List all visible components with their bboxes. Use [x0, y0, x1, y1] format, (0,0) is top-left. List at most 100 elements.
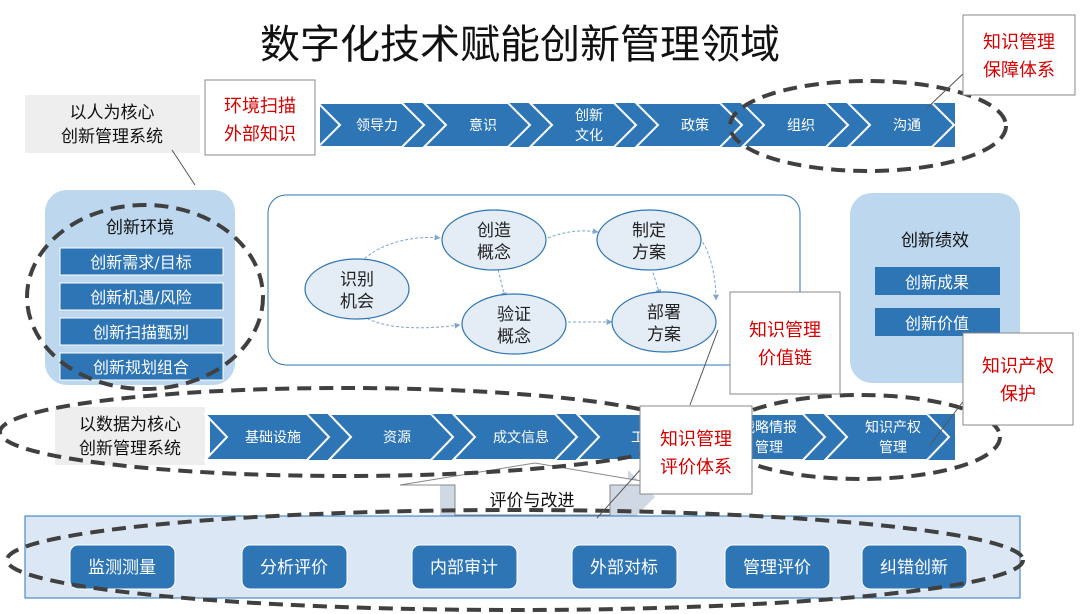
environment-item-1: 创新需求/目标	[59, 247, 224, 276]
people-system-label-line-1: 以人为核心	[70, 103, 155, 123]
evaluation-item-5: 管理评价	[724, 544, 831, 590]
people-chevron-3-label-line-2: 文化	[575, 128, 603, 144]
people-chevron-3-label-line-1: 创新	[575, 108, 603, 124]
evaluation-item-6: 纠错创新	[861, 544, 968, 590]
evaluation-panel	[24, 515, 1021, 599]
environment-item-4-label: 创新规划组合	[93, 358, 189, 377]
diagram-title: 数字化技术赋能创新管理领域	[260, 22, 780, 68]
ip-dashed-ellipse	[718, 393, 1002, 481]
data-chevron-5-label-line-2: 管理	[755, 440, 783, 456]
performance-item-1: 创新成果	[875, 267, 1000, 295]
arrow-identify-to-create	[354, 234, 441, 271]
process-node-1-line-2: 机会	[340, 292, 374, 312]
evaluation-callout: 知识管理 评价体系	[596, 405, 753, 519]
data-chevron-3-label: 成文信息	[493, 429, 549, 446]
people-chevron-5: 组织	[739, 102, 850, 148]
evaluation-item-2: 分析评价	[241, 544, 348, 590]
process-node-5-line-1: 部署	[647, 303, 681, 323]
guarantee-callout: 知识管理 保障体系	[926, 14, 1076, 109]
process-node-4-line-2: 概念	[497, 326, 531, 347]
environment-scan-line-1: 环境扫描	[224, 96, 296, 117]
process-node-1-line-1: 识别	[340, 270, 374, 290]
people-chevron-6: 沟通	[845, 102, 956, 148]
guarantee-dashed-ellipse	[728, 79, 1008, 173]
process-node-3-line-2: 方案	[632, 243, 666, 263]
evaluation-item-6-label: 纠错创新	[880, 558, 948, 578]
people-system-label: 以人为核心 创新管理系统	[25, 95, 200, 153]
data-system-label-line-2: 创新管理系统	[79, 439, 181, 459]
people-chevron-4: 政策	[633, 102, 744, 148]
people-chevron-2: 意识	[421, 102, 532, 148]
evaluation-callout-line-2: 评价体系	[660, 457, 732, 478]
arrow-plan-to-deploy	[699, 237, 719, 301]
ip-callout-line-2: 保护	[1000, 384, 1036, 405]
evaluation-item-3: 内部审计	[411, 544, 518, 590]
arrow-create-to-plan	[547, 228, 599, 239]
process-node-3-line-1: 制定	[632, 221, 666, 241]
data-chevron-5-label-line-1: 战略情报	[741, 420, 797, 436]
environment-item-3: 创新扫描甄别	[59, 317, 224, 346]
evaluation-label: 评价与改进	[490, 491, 575, 511]
data-chevron-3: 成文信息	[450, 413, 579, 461]
environment-dashed-ellipse	[25, 203, 265, 391]
environment-item-3-label: 创新扫描甄别	[93, 323, 189, 342]
people-label-leader-line	[171, 149, 196, 186]
environment-scan-line-2: 外部知识	[224, 124, 296, 145]
environment-scan-callout: 环境扫描 外部知识	[204, 79, 316, 156]
environment-item-2-label: 创新机遇/风险	[90, 288, 191, 307]
people-chevron-6-label: 沟通	[893, 118, 921, 134]
evaluation-up-arrow: 评价与改进	[399, 462, 666, 516]
evaluation-callout-line-1: 知识管理	[660, 429, 732, 450]
data-chevron-1: 基础设施	[202, 413, 331, 461]
people-chevron-2-label: 意识	[469, 117, 497, 134]
value-chain-callout: 知识管理 价值链	[689, 291, 841, 406]
process-node-4-line-1: 验证	[497, 305, 531, 325]
evaluation-item-4-label: 外部对标	[590, 558, 658, 578]
evaluation-item-5-label: 管理评价	[743, 558, 811, 578]
people-chevron-4-label: 政策	[681, 117, 709, 134]
performance-item-2-label: 创新价值	[905, 314, 969, 333]
data-chevron-2: 资源	[326, 413, 455, 461]
value-chain-callout-line-1: 知识管理	[749, 320, 821, 341]
data-chevron-6-label-line-2: 管理	[879, 440, 907, 456]
guarantee-callout-line-2: 保障体系	[983, 60, 1055, 81]
evaluation-item-4: 外部对标	[571, 544, 678, 590]
innovation-environment-title: 创新环境	[106, 218, 174, 238]
data-chevron-6-label-line-1: 知识产权	[865, 419, 921, 436]
guarantee-callout-line-1: 知识管理	[983, 32, 1055, 53]
evaluation-item-3-label: 内部审计	[430, 558, 498, 578]
evaluation-dashed-ellipse	[5, 508, 1025, 612]
people-chevron-1: 领导力	[315, 102, 426, 148]
ip-callout: 知识产权 保护	[929, 332, 1074, 446]
process-node-2-line-2: 概念	[477, 242, 511, 263]
evaluation-item-2-label: 分析评价	[260, 558, 328, 578]
data-chevron-band	[210, 414, 955, 460]
evaluation-items: 监测测量 分析评价 内部审计 外部对标 管理评价 纠错创新	[69, 544, 968, 590]
arrow-identify-to-verify	[354, 309, 461, 329]
environment-item-2: 创新机遇/风险	[59, 282, 224, 311]
performance-item-1-label: 创新成果	[905, 273, 969, 292]
data-chevron-1-label: 基础设施	[245, 429, 301, 446]
innovation-performance-title: 创新绩效	[901, 231, 969, 251]
data-chevron-2-label: 资源	[383, 430, 411, 446]
process-node-2-line-1: 创造	[477, 221, 511, 241]
people-chevron-1-label: 领导力	[356, 118, 398, 134]
ip-callout-line-1: 知识产权	[982, 356, 1054, 377]
evaluation-item-1-label: 监测测量	[88, 558, 156, 578]
people-chevron-5-label: 组织	[787, 118, 815, 134]
evaluation-item-1: 监测测量	[69, 544, 176, 590]
process-node-5-line-2: 方案	[647, 325, 681, 345]
